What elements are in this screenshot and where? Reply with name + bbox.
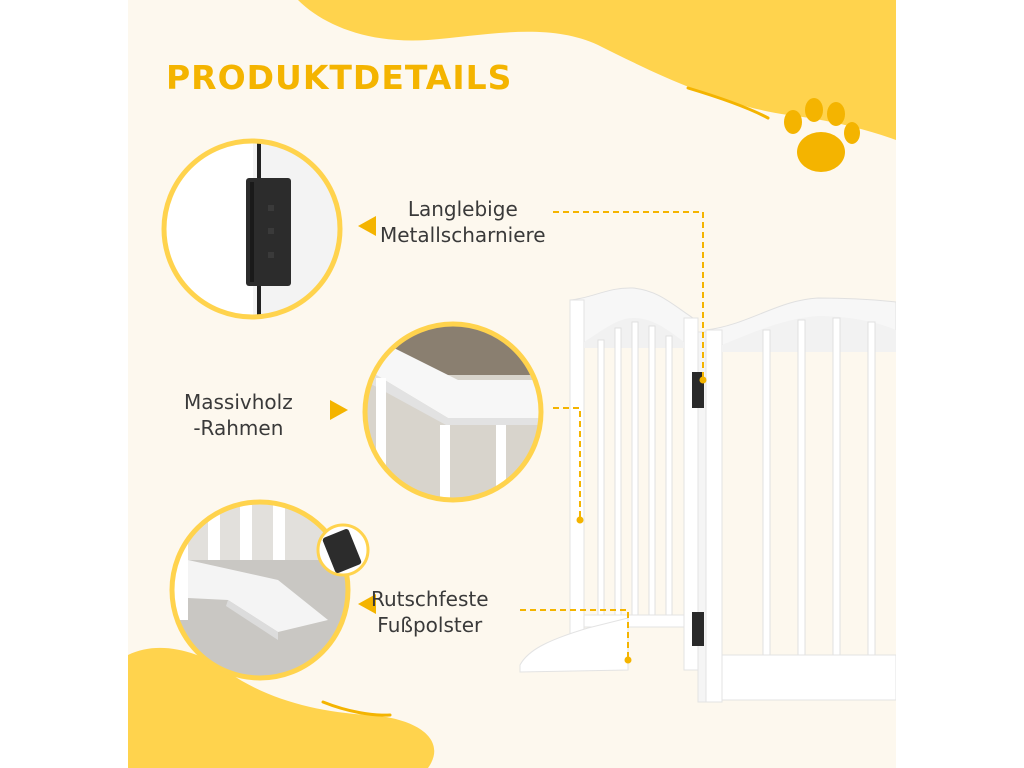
top-wave-line xyxy=(686,86,770,120)
pointer-arrow-3 xyxy=(358,594,376,614)
page-title: PRODUKTDETAILS xyxy=(166,58,513,97)
bottom-wave-decoration xyxy=(128,647,435,768)
paw-icon xyxy=(784,98,860,172)
pointer-arrow-2 xyxy=(330,400,348,420)
feature-label-hinge-line1: Langlebige xyxy=(407,197,518,221)
wood-frame-closeup xyxy=(362,321,544,503)
callout-line-pad xyxy=(520,609,629,660)
foot-pad-icon xyxy=(316,523,370,577)
bottom-wave-line xyxy=(321,700,392,717)
feature-label-frame: Massivholz -Rahmen xyxy=(184,389,293,441)
feature-label-pad-line2: Fußpolster xyxy=(377,613,483,637)
top-wave-decoration xyxy=(298,0,896,140)
foot-pad-closeup xyxy=(169,499,370,681)
feature-label-hinge-line2: Metallscharniere xyxy=(380,223,546,247)
product-infographic: PRODUKTDETAILS Langlebige Metallscharnie… xyxy=(128,0,896,768)
hinge-closeup xyxy=(161,138,343,320)
pet-gate-illustration xyxy=(519,287,896,703)
callout-dot-pad xyxy=(624,656,632,664)
callout-line-hinge xyxy=(553,211,704,378)
feature-label-hinge: Langlebige Metallscharniere xyxy=(380,196,546,248)
feature-label-frame-line2: -Rahmen xyxy=(193,416,284,440)
infographic-artwork xyxy=(128,0,896,768)
callout-dot-hinge xyxy=(699,376,707,384)
feature-label-frame-line1: Massivholz xyxy=(184,390,293,414)
callout-lines xyxy=(520,211,704,660)
callout-line-frame xyxy=(553,407,581,520)
callout-dot-frame xyxy=(576,516,584,524)
feature-label-pad-line1: Rutschfeste xyxy=(371,587,489,611)
pointer-arrow-1 xyxy=(358,216,376,236)
feature-label-pad: Rutschfeste Fußpolster xyxy=(371,586,489,638)
